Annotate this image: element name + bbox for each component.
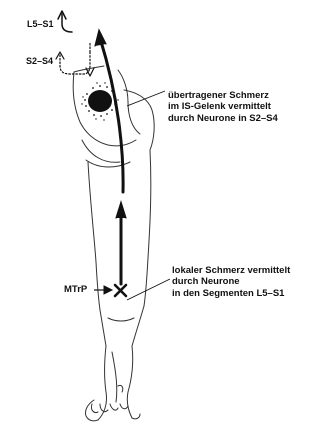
local-pain-line-2: durch Neurone: [172, 276, 290, 287]
referred-pain-callout: übertragener Schmerz im IS-Gelenk vermit…: [168, 90, 278, 124]
segment-label-l5-s1: L5–S1: [27, 19, 54, 30]
mtrp-pointer: [94, 286, 112, 294]
local-arrow: [116, 202, 126, 284]
referred-pain-line-2: im IS-Gelenk vermittelt: [168, 101, 278, 112]
s2-s4-dotted-arrow: [60, 52, 90, 74]
local-pain-line-3: in den Segmenten L5–S1: [172, 288, 290, 299]
referred-pain-line-1: übertragener Schmerz: [168, 90, 278, 101]
local-pain-callout: lokaler Schmerz vermittelt durch Neurone…: [172, 265, 290, 299]
arrow-up-icon: [116, 202, 126, 218]
trigger-point-label: MTrP: [64, 284, 87, 295]
segment-label-s2-s4: S2–S4: [26, 56, 53, 67]
segment-arrows: [56, 11, 94, 76]
referred-pain-line-3: durch Neurone in S2–S4: [168, 113, 278, 124]
leg-outline: [73, 66, 154, 421]
local-pain-line-1: lokaler Schmerz vermittelt: [172, 265, 290, 276]
arrow-up-icon: [95, 30, 106, 46]
leader-lines: [127, 91, 170, 300]
l5-s1-hook-arrow: [62, 14, 72, 32]
trigger-point-cross-icon: [115, 285, 126, 296]
